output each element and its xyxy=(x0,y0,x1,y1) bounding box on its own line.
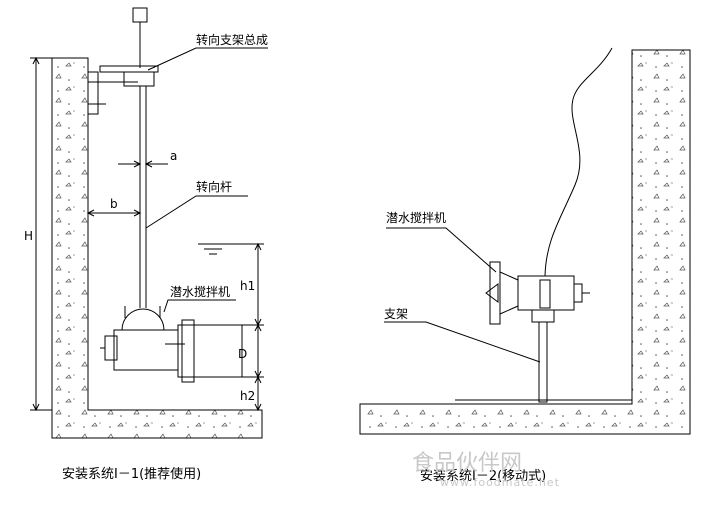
dim-b-label: b xyxy=(110,197,118,211)
label-support: 支架 xyxy=(384,307,408,321)
left-installation-diagram xyxy=(30,7,268,439)
left-mixer xyxy=(100,306,243,383)
leader-support xyxy=(384,321,541,363)
support-post xyxy=(538,321,548,403)
caption-right: 安装系统Ⅰ－2(移动式) xyxy=(420,469,546,484)
label-swivel-rod: 转向杆 xyxy=(196,179,232,194)
dim-right-chain xyxy=(228,242,264,412)
right-installation-diagram xyxy=(359,47,691,435)
watermark-text: 食品伙伴网 xyxy=(412,451,522,476)
dim-h2-label: h2 xyxy=(240,389,255,403)
dim-D-label: D xyxy=(238,347,247,361)
dim-a-line xyxy=(118,160,168,168)
right-wall-concrete xyxy=(359,49,691,435)
watermark-url: www.foodmate.net xyxy=(440,476,560,489)
right-mixer xyxy=(485,261,590,325)
caption-left: 安装系统Ⅰ－1(推荐使用) xyxy=(62,466,201,482)
left-wall-concrete xyxy=(51,57,263,439)
label-submersible-mixer-left: 潜水搅拌机 xyxy=(170,284,230,299)
leader-swivel-rod xyxy=(145,195,248,229)
label-submersible-mixer-right: 潜水搅拌机 xyxy=(386,210,446,225)
top-handle xyxy=(132,7,148,23)
wall-bracket xyxy=(88,71,99,115)
leader-swivel-bracket xyxy=(147,47,268,71)
leader-mixer-right xyxy=(386,227,497,273)
leader-mixer-left xyxy=(163,299,236,313)
dim-H-label: H xyxy=(24,229,33,243)
power-cable xyxy=(544,47,613,277)
dim-b-line xyxy=(86,209,142,217)
dim-a-label: a xyxy=(170,149,177,163)
dim-H-line xyxy=(30,56,52,412)
dim-h1-label: h1 xyxy=(240,279,255,293)
label-swivel-bracket-assembly: 转向支架总成 xyxy=(196,32,268,47)
